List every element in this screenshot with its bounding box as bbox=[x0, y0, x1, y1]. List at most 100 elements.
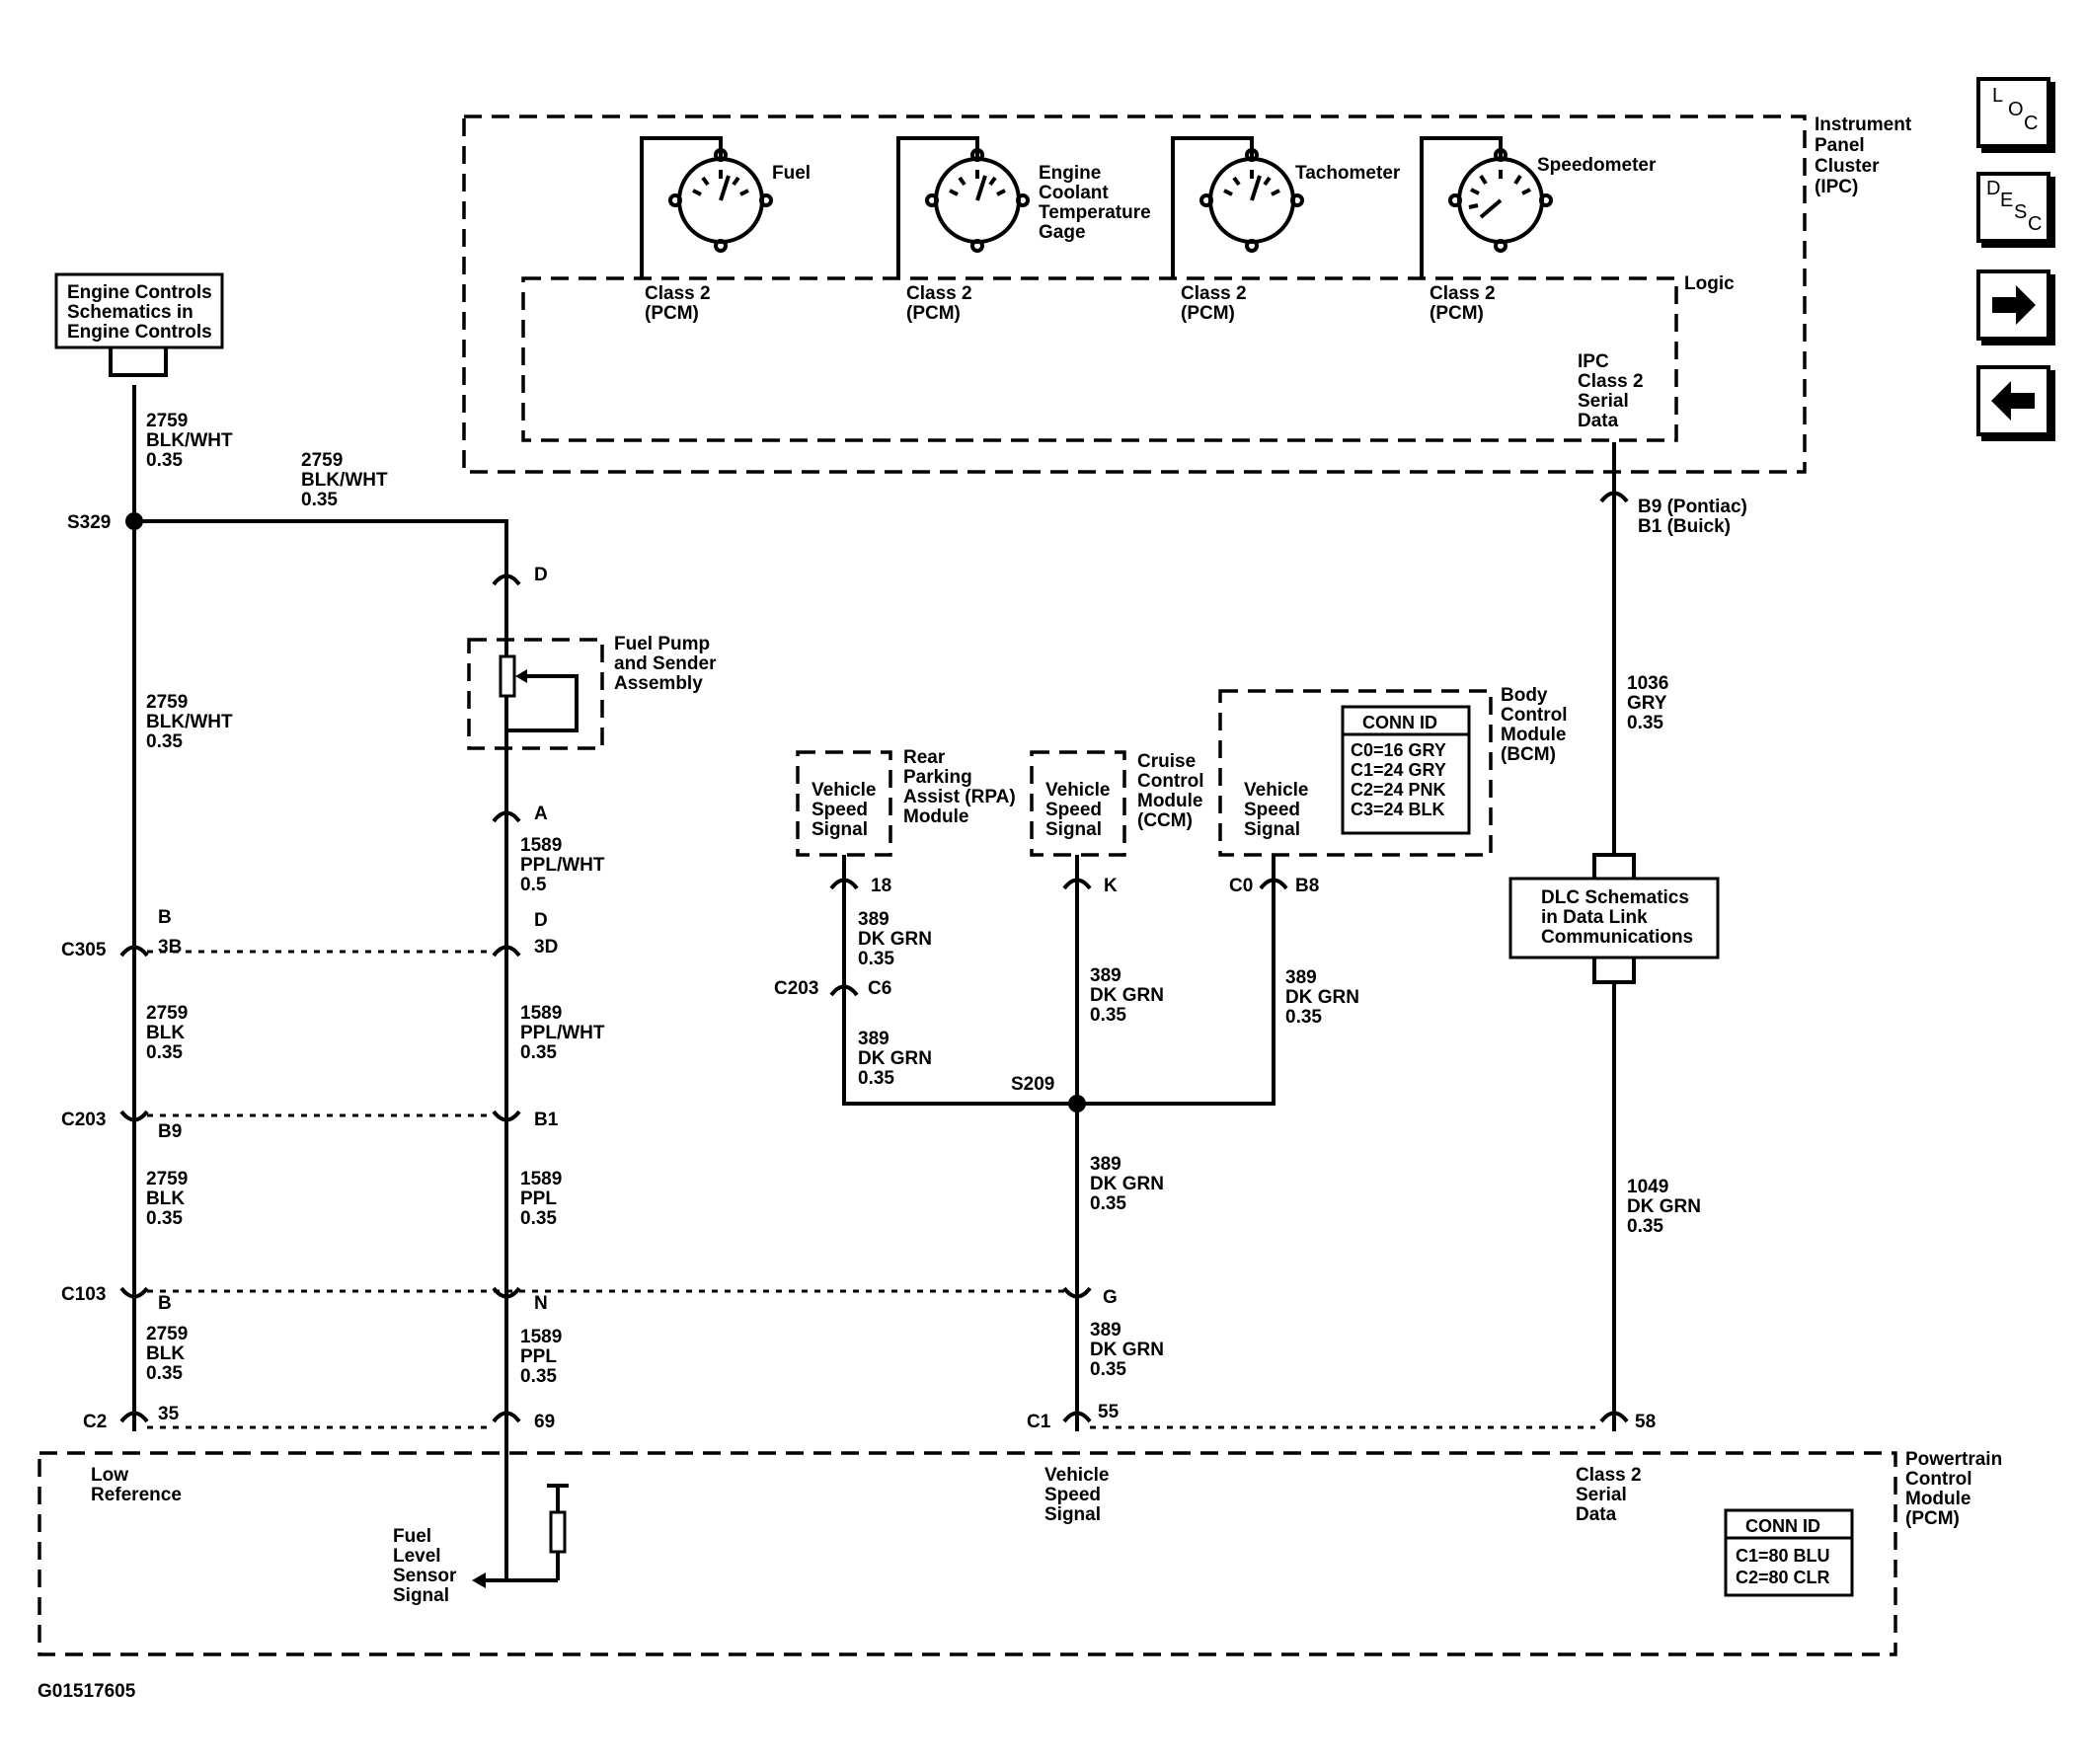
wire-389-pcm-label: 389 DK GRN 0.35 bbox=[1090, 1320, 1164, 1380]
wire-1036-label: 1036 GRY 0.35 bbox=[1627, 673, 1668, 733]
svg-text:DK GRN: DK GRN bbox=[858, 929, 932, 950]
svg-text:DK GRN: DK GRN bbox=[1090, 1174, 1164, 1194]
svg-text:0.35: 0.35 bbox=[1627, 1216, 1663, 1237]
svg-text:PPL: PPL bbox=[520, 1346, 557, 1367]
ipc-serial-data-label: IPC Class 2 Serial Data bbox=[1578, 351, 1644, 431]
svg-text:Cruise: Cruise bbox=[1137, 751, 1196, 772]
svg-text:DK GRN: DK GRN bbox=[1090, 985, 1164, 1006]
svg-text:(PCM): (PCM) bbox=[1430, 303, 1484, 324]
connector-arcs bbox=[119, 574, 521, 1423]
svg-text:C2=24 PNK: C2=24 PNK bbox=[1351, 780, 1446, 800]
svg-text:1589: 1589 bbox=[520, 835, 562, 856]
c103-ccm-connector-arc bbox=[1062, 1286, 1092, 1299]
rpa-connector-arc bbox=[829, 878, 859, 890]
svg-text:CONN ID: CONN ID bbox=[1362, 713, 1437, 732]
svg-text:Vehicle: Vehicle bbox=[1244, 780, 1309, 801]
wire-389-bcm-label: 389 DK GRN 0.35 bbox=[1285, 967, 1359, 1028]
svg-text:(PCM): (PCM) bbox=[906, 303, 961, 324]
svg-text:Parking: Parking bbox=[903, 767, 972, 788]
pin-3B: 3B bbox=[158, 937, 182, 958]
wire-1589-1-label: 1589 PPL/WHT 0.5 bbox=[520, 835, 605, 895]
c1-vss-connector-arc bbox=[1062, 1411, 1092, 1423]
connector-c203-rpa-label: C203 bbox=[774, 978, 818, 999]
svg-text:Speed: Speed bbox=[1244, 800, 1300, 820]
fuel-pump-sender-assembly bbox=[467, 638, 604, 750]
svg-text:DK GRN: DK GRN bbox=[1285, 987, 1359, 1008]
previous-button[interactable] bbox=[1976, 365, 2050, 436]
svg-text:PPL: PPL bbox=[520, 1189, 557, 1209]
rpa-module-outline bbox=[796, 750, 892, 857]
svg-text:2759: 2759 bbox=[301, 450, 343, 471]
figure-id: G01517605 bbox=[38, 1681, 136, 1702]
svg-text:Schematics in: Schematics in bbox=[67, 302, 193, 323]
svg-text:1589: 1589 bbox=[520, 1003, 562, 1024]
loc-letter-l: L bbox=[1992, 85, 2004, 107]
wire-2759-horizontal bbox=[134, 519, 508, 571]
svg-text:Module: Module bbox=[903, 806, 969, 827]
pin-G: G bbox=[1103, 1287, 1118, 1308]
fuel-gauge-labels: Fuel Class 2 (PCM) bbox=[645, 163, 811, 324]
pcm-label: Powertrain Control Module (PCM) bbox=[1905, 1449, 2002, 1529]
desc-letter-e: E bbox=[2000, 190, 2014, 211]
wire-2759-b1-label: 2759 BLK 0.35 bbox=[146, 1003, 188, 1063]
svg-text:0.5: 0.5 bbox=[520, 875, 547, 895]
next-button[interactable] bbox=[1976, 269, 2050, 341]
coolant-temp-gauge bbox=[896, 136, 1030, 278]
svg-text:Powertrain: Powertrain bbox=[1905, 1449, 2002, 1470]
engine-controls-schematics-box[interactable]: Engine Controls Schematics in Engine Con… bbox=[54, 272, 224, 377]
svg-text:Class 2: Class 2 bbox=[906, 283, 972, 304]
svg-text:(IPC): (IPC) bbox=[1815, 177, 1858, 197]
svg-text:Vehicle: Vehicle bbox=[812, 780, 877, 801]
svg-text:Control: Control bbox=[1501, 705, 1568, 726]
svg-text:Fuel: Fuel bbox=[393, 1526, 431, 1547]
wire-2759-mid-label: 2759 BLK/WHT 0.35 bbox=[146, 692, 233, 752]
splice-s209-label: S209 bbox=[1011, 1074, 1054, 1095]
location-button[interactable]: L O C bbox=[1976, 77, 2050, 148]
svg-text:Control: Control bbox=[1137, 771, 1204, 792]
svg-text:0.35: 0.35 bbox=[858, 949, 894, 969]
svg-text:0.35: 0.35 bbox=[301, 490, 338, 510]
svg-text:389: 389 bbox=[1285, 967, 1317, 988]
svg-text:C1=24 GRY: C1=24 GRY bbox=[1351, 760, 1446, 780]
svg-text:Fuel Pump: Fuel Pump bbox=[614, 634, 710, 654]
ccm-module-label: Cruise Control Module (CCM) bbox=[1137, 751, 1204, 831]
svg-text:Signal: Signal bbox=[1044, 1504, 1101, 1525]
svg-text:B9 (Pontiac): B9 (Pontiac) bbox=[1638, 497, 1747, 517]
svg-text:C2=80 CLR: C2=80 CLR bbox=[1736, 1568, 1830, 1587]
svg-text:Reference: Reference bbox=[91, 1485, 182, 1505]
arrow-right-icon bbox=[1992, 285, 2036, 325]
fuel-level-sensor-circuit bbox=[472, 1431, 569, 1588]
ipc-logic-label: Logic bbox=[1684, 273, 1735, 294]
svg-text:389: 389 bbox=[1090, 965, 1121, 986]
svg-text:(PCM): (PCM) bbox=[645, 303, 699, 324]
description-button[interactable]: D E S C bbox=[1976, 172, 2050, 243]
desc-letter-d: D bbox=[1986, 178, 2001, 199]
dlc-schematics-box[interactable]: DLC Schematics in Data Link Communicatio… bbox=[1508, 853, 1720, 984]
svg-text:BLK: BLK bbox=[146, 1189, 185, 1209]
svg-text:Signal: Signal bbox=[812, 819, 868, 840]
svg-text:Temperature: Temperature bbox=[1039, 202, 1151, 223]
connector-c203-label: C203 bbox=[61, 1110, 106, 1130]
pin-B8: B8 bbox=[1295, 876, 1319, 896]
svg-text:Module: Module bbox=[1905, 1489, 1971, 1509]
ipc-pin-label: B9 (Pontiac) B1 (Buick) bbox=[1638, 497, 1747, 537]
svg-text:2759: 2759 bbox=[146, 692, 188, 713]
svg-text:Speedometer: Speedometer bbox=[1537, 155, 1657, 176]
c1-class2-connector-arc bbox=[1599, 1411, 1629, 1423]
svg-text:Engine Controls: Engine Controls bbox=[67, 322, 212, 343]
svg-text:1049: 1049 bbox=[1627, 1177, 1668, 1197]
pin-69: 69 bbox=[534, 1412, 555, 1432]
svg-text:0.35: 0.35 bbox=[146, 731, 183, 752]
svg-text:Serial: Serial bbox=[1576, 1485, 1627, 1505]
svg-text:1036: 1036 bbox=[1627, 673, 1668, 694]
wire-389-ccm-label: 389 DK GRN 0.35 bbox=[1090, 965, 1164, 1026]
svg-text:0.35: 0.35 bbox=[1090, 1005, 1126, 1026]
svg-text:Module: Module bbox=[1501, 725, 1567, 745]
svg-text:389: 389 bbox=[858, 1029, 889, 1049]
pin-D: D bbox=[534, 565, 548, 585]
svg-text:2759: 2759 bbox=[146, 411, 188, 431]
wire-389-rpa2-label: 389 DK GRN 0.35 bbox=[858, 1029, 932, 1089]
wire-2759-b3-label: 2759 BLK 0.35 bbox=[146, 1324, 188, 1384]
tachometer-gauge bbox=[1171, 136, 1304, 278]
bcm-module-label: Body Control Module (BCM) bbox=[1501, 685, 1568, 765]
